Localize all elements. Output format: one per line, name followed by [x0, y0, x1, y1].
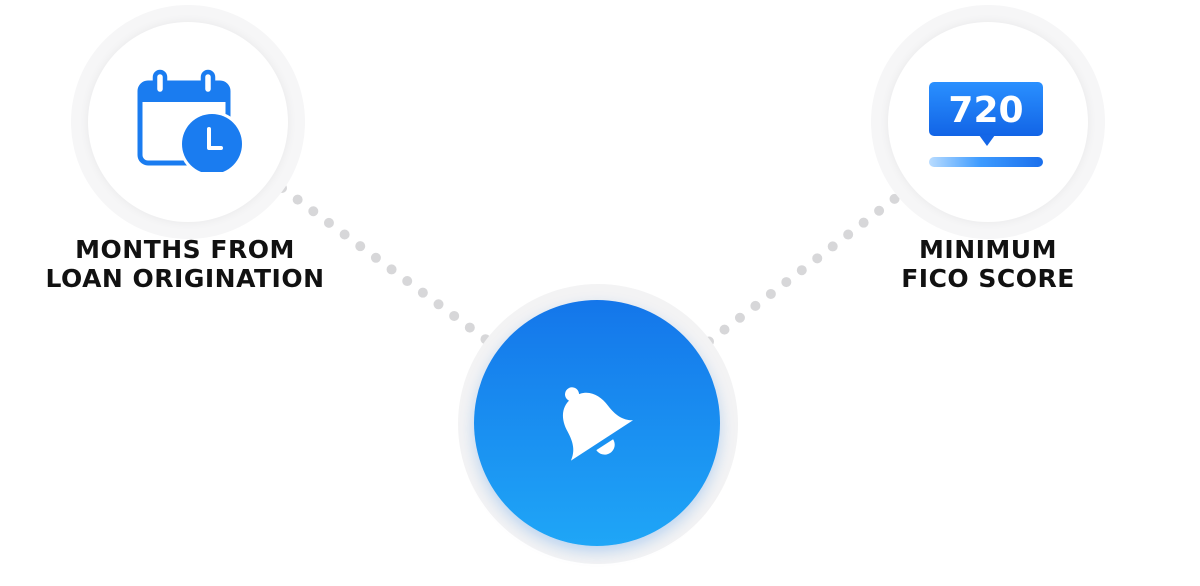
right-connector: [693, 182, 915, 355]
label-line: MINIMUM: [919, 235, 1057, 264]
calendar-clock-icon: [137, 69, 245, 172]
minimum-fico-score-label: MINIMUM FICO SCORE: [858, 235, 1118, 293]
fico-score-icon: 720: [929, 82, 1043, 167]
score-value: 720: [948, 90, 1023, 131]
left-connector: [277, 183, 505, 355]
label-line: MONTHS FROM: [75, 235, 295, 264]
label-line: LOAN ORIGINATION: [45, 264, 325, 293]
label-line: FICO SCORE: [901, 264, 1075, 293]
months-from-origination-label: MONTHS FROM LOAN ORIGINATION: [20, 235, 350, 293]
bell-icon: [563, 387, 634, 461]
